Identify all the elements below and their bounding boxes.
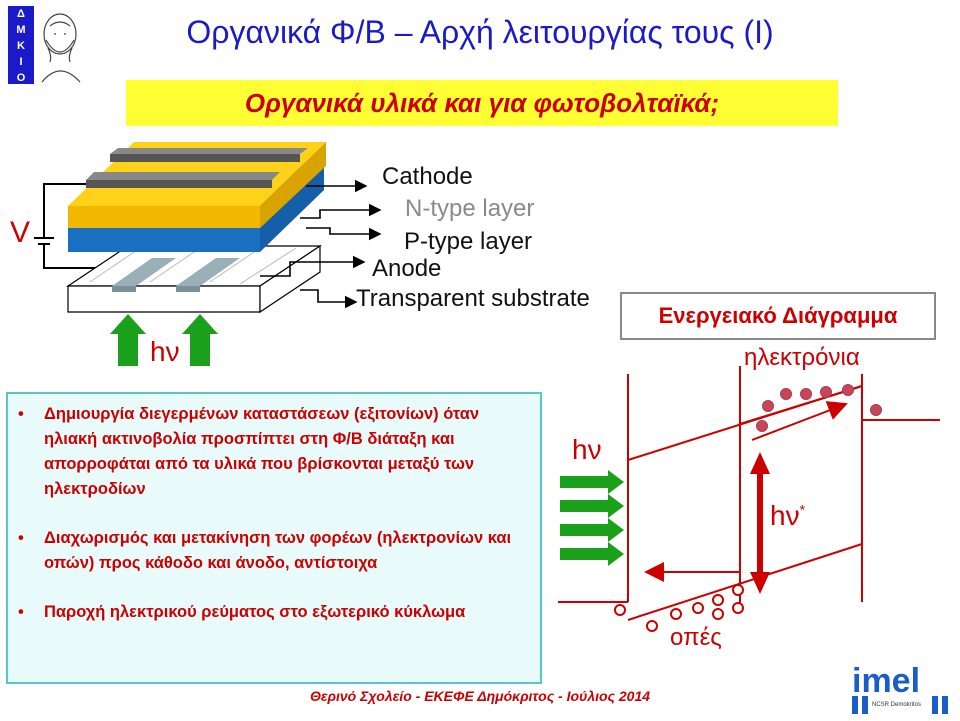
electron-flow-arrow xyxy=(751,401,848,441)
imel-logo: imel NCSR Demokritos xyxy=(848,656,956,716)
anode-strips xyxy=(112,258,240,292)
band-gap-label: hν* xyxy=(770,500,805,532)
energy-light-label: hν xyxy=(572,434,602,465)
bullet-item: •Διαχωρισμός και μετακίνηση των φορέων (… xyxy=(16,526,532,576)
electrons-label: ηλεκτρόνια xyxy=(744,344,860,371)
bust-sketch-icon xyxy=(41,13,81,83)
p-type-label: P-type layer xyxy=(404,228,533,255)
bullet-item: •Παροχή ηλεκτρικού ρεύματος στο εξωτερικ… xyxy=(16,600,532,625)
footer-text: Θερινό Σχολείο - ΕΚΕΦΕ Δημόκριτος - Ιούλ… xyxy=(309,688,651,704)
imel-logo-bars xyxy=(852,696,948,714)
device-diagram xyxy=(34,142,382,366)
anode-label: Anode xyxy=(372,255,442,282)
subtitle-text: Οργανικά υλικά και για φωτοβολταϊκά; xyxy=(244,87,720,118)
energy-diagram xyxy=(558,366,940,632)
holes-label: οπές xyxy=(670,624,722,651)
substrate-label: Transparent substrate xyxy=(356,285,590,312)
bullet-text-1: Δημιουργία διεγερμένων καταστάσεων (εξιτ… xyxy=(44,405,480,498)
device-light-label: hν xyxy=(150,336,180,367)
energy-diagram-title: Ενεργειακό Διάγραμμα xyxy=(658,303,898,328)
bullet-item: •Δημιουργία διεγερμένων καταστάσεων (εξι… xyxy=(16,402,532,502)
voltage-label: V xyxy=(10,216,31,249)
subtitle-banner: Οργανικά υλικά και για φωτοβολταϊκά; xyxy=(126,80,838,126)
hole-dots xyxy=(614,584,744,632)
logo-letters-4: Ι xyxy=(19,56,22,68)
cathode-strips xyxy=(86,148,308,188)
cathode-label: Cathode xyxy=(382,163,473,190)
band-gap-arrow xyxy=(750,452,770,594)
bullet-text-2: Διαχωρισμός και μετακίνηση των φορέων (η… xyxy=(44,529,512,572)
demokritos-logo: Δ Μ Κ Ι Ο xyxy=(6,4,86,86)
layer-leader-lines xyxy=(260,179,382,309)
light-arrows-icon xyxy=(110,314,218,366)
substrate-hatch xyxy=(89,247,297,285)
electron-dots xyxy=(756,384,882,432)
bullet-list-box: •Δημιουργία διεγερμένων καταστάσεων (εξι… xyxy=(6,392,542,684)
logo-letters-1: Δ xyxy=(17,8,25,20)
incoming-light-arrows-icon xyxy=(560,470,624,566)
energy-diagram-title-box: Ενεργειακό Διάγραμμα xyxy=(620,292,936,340)
band-lines xyxy=(558,366,940,621)
band-gap-sup: * xyxy=(799,501,806,518)
imel-logo-text: imel xyxy=(852,662,920,700)
n-type-label: N-type layer xyxy=(405,195,535,222)
band-gap-text: hν xyxy=(770,500,800,531)
logo-letters-3: Κ xyxy=(17,40,25,52)
page-title: Οργανικά Φ/Β – Αρχή λειτουργίας τους (Ι) xyxy=(186,14,774,50)
logo-letters-5: Ο xyxy=(17,72,26,84)
imel-logo-caption: NCSR Demokritos xyxy=(872,702,921,708)
bullet-text-3: Παροχή ηλεκτρικού ρεύματος στο εξωτερικό… xyxy=(44,603,466,621)
logo-letters-2: Μ xyxy=(16,24,25,36)
